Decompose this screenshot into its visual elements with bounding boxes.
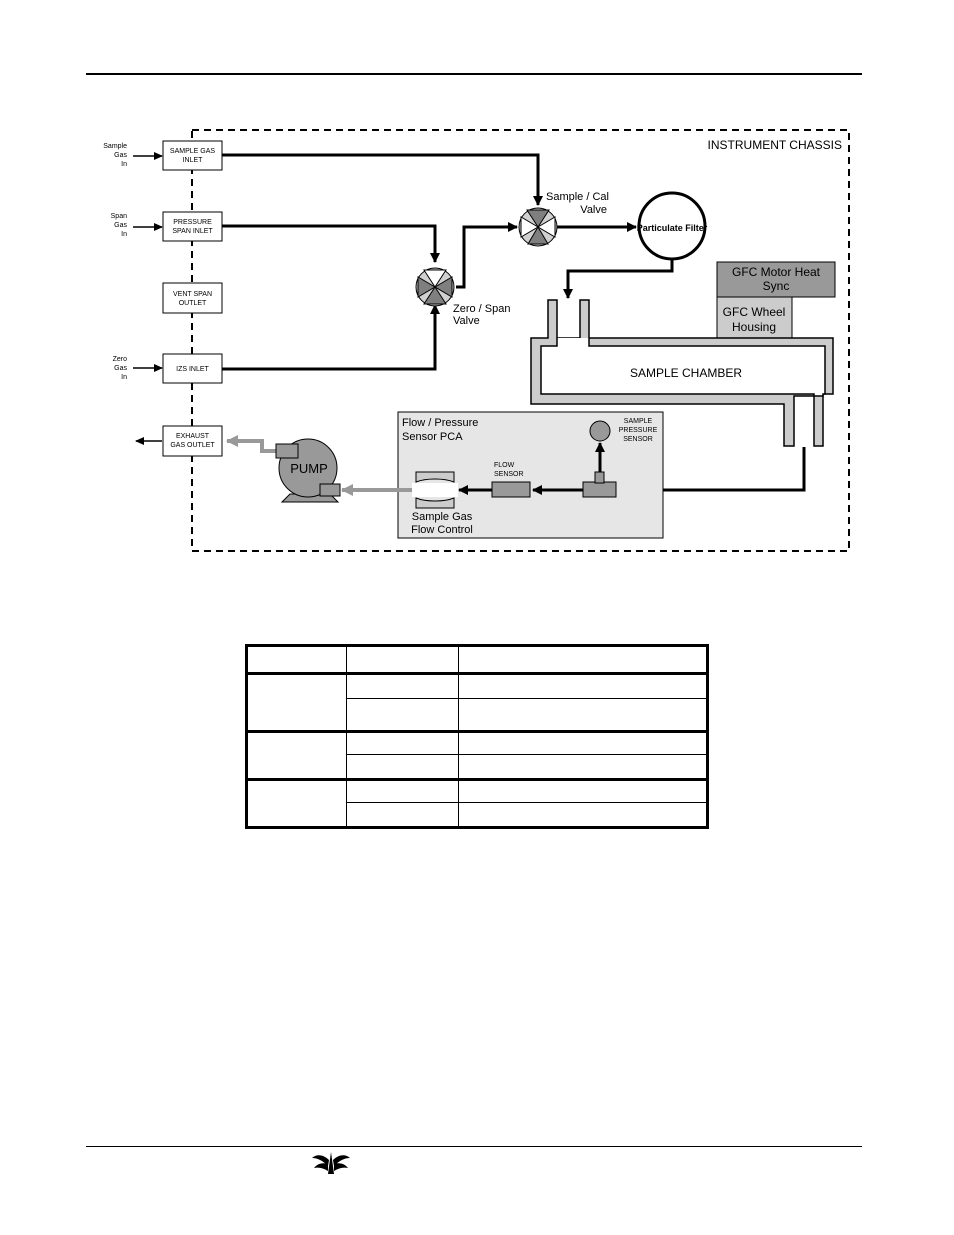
svg-text:IZS INLET: IZS INLET — [176, 366, 209, 373]
svg-text:PRESSURE: PRESSURE — [173, 219, 212, 226]
izs-inlet-port: IZS INLET — [162, 353, 223, 384]
flow-pressure-sensor-pca — [397, 411, 664, 539]
svg-text:In: In — [121, 231, 127, 238]
table-row — [246, 777, 708, 829]
svg-text:Sync: Sync — [763, 279, 790, 293]
pump: PUMP — [275, 438, 341, 503]
flow-sensor-label: FLOW SENSOR — [494, 462, 524, 478]
instrument-chassis — [191, 129, 850, 552]
svg-text:GFC Wheel: GFC Wheel — [723, 305, 786, 319]
sample-cal-valve — [518, 207, 558, 247]
flow-pca-label: Flow / Pressure Sensor PCA — [402, 417, 478, 443]
sample-gas-flow-control — [412, 471, 458, 509]
svg-text:Flow Control: Flow Control — [411, 524, 473, 536]
svg-text:Flow / Pressure: Flow / Pressure — [402, 417, 478, 429]
svg-text:SAMPLE: SAMPLE — [624, 418, 653, 425]
pump-to-exhaust-arrow — [226, 435, 276, 453]
sample-gas-in-label: Sample Gas In — [103, 143, 127, 168]
svg-text:SENSOR: SENSOR — [623, 436, 653, 443]
table-row — [246, 672, 708, 733]
svg-text:OUTLET: OUTLET — [179, 300, 207, 307]
header-rule — [86, 73, 862, 75]
table-header-row — [246, 645, 708, 675]
footer-rule — [86, 1146, 862, 1147]
exhaust-gas-outlet-port: EXHAUST GAS OUTLET — [162, 425, 223, 457]
sample-gas-inlet-port: SAMPLE GAS INLET — [162, 140, 223, 171]
svg-text:EXHAUST: EXHAUST — [176, 433, 210, 440]
svg-text:GFC Motor Heat: GFC Motor Heat — [732, 265, 821, 279]
svg-text:FLOW: FLOW — [494, 462, 515, 469]
zero-span-valve — [415, 267, 455, 307]
svg-text:Sample Gas: Sample Gas — [412, 511, 473, 523]
svg-text:Gas: Gas — [114, 152, 127, 159]
gfc-motor-heat-sync: GFC Motor Heat Sync — [716, 261, 836, 298]
table-row — [247, 698, 708, 733]
sample-chamber-label: SAMPLE CHAMBER — [630, 366, 742, 380]
svg-text:Valve: Valve — [453, 315, 480, 327]
svg-text:In: In — [121, 161, 127, 168]
zero-line — [222, 304, 440, 371]
particulate-filter: Particulate Filter — [637, 191, 708, 261]
svg-text:Gas: Gas — [114, 222, 127, 229]
svg-text:SAMPLE GAS: SAMPLE GAS — [170, 148, 215, 155]
svg-text:In: In — [121, 374, 127, 381]
svg-text:GAS OUTLET: GAS OUTLET — [170, 442, 215, 449]
tee-stem — [594, 471, 605, 484]
teledyne-logo-icon — [312, 1152, 350, 1174]
sample-line — [222, 153, 543, 206]
flow-sensor — [491, 481, 531, 498]
table-row — [247, 753, 708, 780]
sample-pressure-sensor-label: SAMPLE PRESSURE SENSOR — [619, 418, 658, 443]
gas-flow-diagram: INSTRUMENT CHASSIS Sample Gas In Span Ga… — [103, 129, 850, 552]
sample-cal-valve-label: Sample / Cal Valve — [546, 191, 609, 216]
svg-text:Span: Span — [111, 213, 127, 220]
svg-text:Sample: Sample — [103, 143, 127, 150]
svg-text:Sensor PCA: Sensor PCA — [402, 431, 463, 443]
chassis-label: INSTRUMENT CHASSIS — [708, 138, 842, 152]
sample-chamber-inner — [540, 338, 826, 397]
sample-pressure-sensor — [589, 420, 611, 442]
span-gas-in-label: Span Gas In — [111, 213, 128, 238]
zero-span-to-sample-cal-line — [456, 222, 518, 289]
svg-text:INLET: INLET — [183, 157, 204, 164]
sample-gas-flow-control-label: Sample Gas Flow Control — [411, 511, 473, 536]
svg-text:Sample / Cal: Sample / Cal — [546, 191, 609, 203]
svg-text:Housing: Housing — [732, 320, 776, 334]
vent-span-outlet-port: VENT SPAN OUTLET — [162, 282, 223, 314]
svg-text:Gas: Gas — [114, 365, 127, 372]
table-row — [246, 730, 708, 780]
chamber-to-pca-line — [619, 447, 806, 495]
svg-text:Zero / Span: Zero / Span — [453, 303, 510, 315]
svg-text:PRESSURE: PRESSURE — [619, 427, 658, 434]
span-line — [222, 224, 440, 263]
svg-text:VENT SPAN: VENT SPAN — [173, 291, 212, 298]
pressure-span-inlet-port: PRESSURE SPAN INLET — [162, 211, 223, 242]
table-row — [247, 802, 708, 828]
svg-text:Valve: Valve — [580, 204, 607, 216]
svg-text:SPAN INLET: SPAN INLET — [172, 228, 213, 235]
zero-gas-in-label: Zero Gas In — [113, 356, 128, 381]
filter-to-chamber-line — [563, 256, 674, 299]
svg-text:SENSOR: SENSOR — [494, 471, 524, 478]
zero-span-valve-label: Zero / Span Valve — [453, 303, 510, 327]
tee-fitting — [582, 481, 617, 498]
svg-text:PUMP: PUMP — [290, 461, 328, 476]
svg-text:Particulate Filter: Particulate Filter — [637, 223, 708, 233]
svg-text:Zero: Zero — [113, 356, 128, 363]
gfc-wheel-housing: GFC Wheel Housing — [716, 296, 793, 340]
valve-state-table — [245, 644, 709, 829]
